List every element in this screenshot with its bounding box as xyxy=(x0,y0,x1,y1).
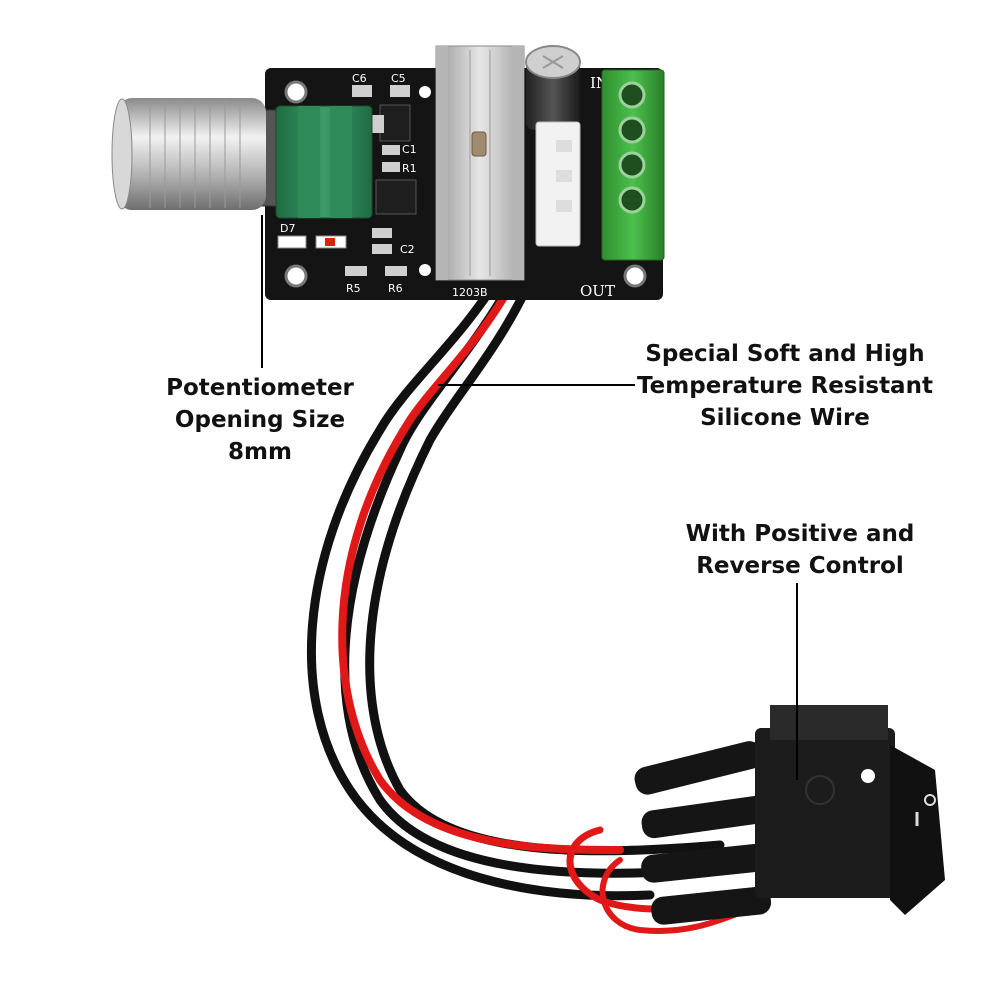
rocker-switch xyxy=(634,705,945,925)
heat-shrink-sleeve xyxy=(641,795,772,839)
callout-wire-line-2: Temperature Resistant xyxy=(637,373,933,399)
label-model: 1203B xyxy=(452,286,488,299)
callout-potentiometer-line-3: 8mm xyxy=(228,439,292,465)
terminal-screw xyxy=(618,186,646,214)
led-d7 xyxy=(277,235,307,249)
potentiometer xyxy=(259,105,373,219)
callout-potentiometer: Potentiometer Opening Size 8mm xyxy=(140,372,380,468)
callout-wire-line-3: Silicone Wire xyxy=(700,405,870,431)
heat-shrink-sleeve xyxy=(651,886,772,925)
terminal-screw xyxy=(618,81,646,109)
switch-mark-o xyxy=(924,794,936,806)
mounting-hole xyxy=(419,264,431,276)
switch-rocker xyxy=(890,745,945,915)
label-c5: C5 xyxy=(391,72,406,85)
smd-component xyxy=(372,244,392,254)
capacitor xyxy=(525,45,581,130)
heat-shrink-sleeve xyxy=(634,741,763,795)
callout-switch-line-1: With Positive and xyxy=(685,521,915,547)
black-wire-1 xyxy=(306,145,655,901)
label-r1: R1 xyxy=(402,162,417,175)
red-wire xyxy=(338,136,624,854)
callout-potentiometer-line-2: Opening Size xyxy=(174,407,346,433)
label-r5: R5 xyxy=(346,282,361,295)
smd-component xyxy=(345,266,367,276)
label-r6: R6 xyxy=(388,282,403,295)
wire-connector xyxy=(535,121,581,247)
label-c1: C1 xyxy=(402,143,417,156)
label-c2: C2 xyxy=(400,243,415,256)
ic-chip xyxy=(379,104,411,142)
label-out: OUT xyxy=(580,282,615,300)
callout-wire: Special Soft and High Temperature Resist… xyxy=(620,338,950,434)
mounting-hole xyxy=(284,264,308,288)
callout-potentiometer-line-1: Potentiometer xyxy=(166,375,354,401)
terminal-screw xyxy=(618,116,646,144)
callout-switch-line-2: Reverse Control xyxy=(696,553,904,579)
smd-component xyxy=(372,115,384,133)
pcb-board: C6 C5 C1 R1 C2 D7 R5 R6 1203B IN OUT xyxy=(259,45,665,300)
heatsink xyxy=(435,45,525,281)
smd-component xyxy=(352,85,372,97)
led-red xyxy=(325,238,335,246)
callout-switch: With Positive and Reverse Control xyxy=(660,518,940,582)
wire-harness xyxy=(306,136,764,934)
mounting-hole xyxy=(419,86,431,98)
heat-shrink-sleeve xyxy=(641,843,772,883)
smd-component xyxy=(382,145,400,155)
ic-chip xyxy=(375,179,417,215)
smd-component xyxy=(390,85,410,97)
label-d7: D7 xyxy=(280,222,295,235)
terminal-block xyxy=(601,69,665,261)
mounting-hole xyxy=(284,80,308,104)
smd-component xyxy=(385,266,407,276)
callout-wire-line-1: Special Soft and High xyxy=(645,341,925,367)
smd-component xyxy=(382,162,400,172)
terminal-screw xyxy=(618,151,646,179)
mounting-hole xyxy=(623,264,647,288)
heatsink-screw xyxy=(471,131,487,157)
smd-component xyxy=(372,228,392,238)
label-c6: C6 xyxy=(352,72,367,85)
potentiometer-knob xyxy=(111,98,266,210)
switch-body xyxy=(755,728,895,898)
